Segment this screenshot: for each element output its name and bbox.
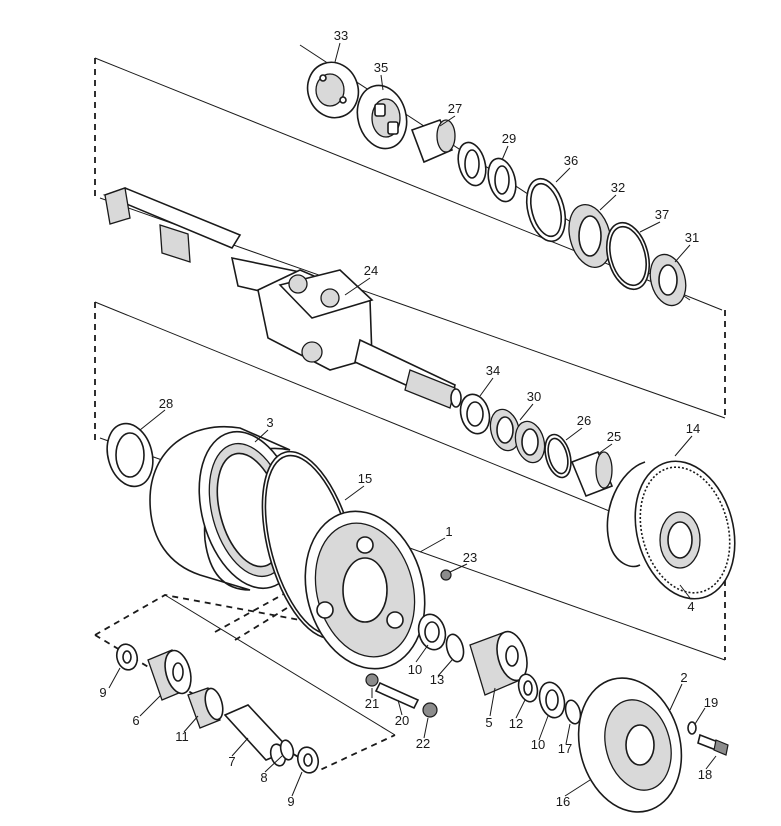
callout-12: 12 [509, 716, 523, 731]
callout-19: 19 [704, 695, 718, 710]
planet-carrier-1 [304, 510, 426, 670]
callout-29: 29 [502, 131, 516, 146]
leader-lines [108, 42, 717, 797]
stud-20 [374, 681, 420, 710]
callout-27: 27 [448, 101, 462, 116]
callout-17: 17 [558, 741, 572, 756]
callout-7: 7 [228, 754, 235, 769]
callout-8: 8 [260, 770, 267, 785]
callout-36: 36 [564, 153, 578, 168]
callout-9-upper: 9 [99, 685, 106, 700]
callout-31: 31 [685, 230, 699, 245]
ring-29 [457, 141, 517, 203]
washer-19 [687, 721, 697, 735]
washer-9a [115, 643, 139, 671]
callout-26: 26 [577, 413, 591, 428]
callout-34: 34 [486, 363, 500, 378]
callout-6: 6 [132, 713, 139, 728]
callout-4: 4 [687, 599, 694, 614]
bushing-27 [410, 118, 456, 164]
callout-28: 28 [159, 396, 173, 411]
washer-34 [459, 393, 491, 435]
callout-32: 32 [611, 180, 625, 195]
sun-gear-4 [634, 460, 736, 600]
snap-ring-13 [445, 633, 465, 663]
callout-30: 30 [527, 389, 541, 404]
planet-gear-5 [469, 630, 528, 696]
callout-5: 5 [485, 715, 492, 730]
callout-14: 14 [686, 421, 700, 436]
bolt-18 [697, 733, 729, 756]
callout-15: 15 [358, 471, 372, 486]
axle-shaft-24 [102, 187, 462, 409]
needle-bearing-11 [187, 687, 224, 729]
snap-ring-8 [279, 739, 295, 761]
callout-labels: 33 35 27 29 36 32 37 31 24 34 30 26 25 1… [99, 28, 718, 809]
seal-30 [489, 408, 546, 464]
bushing-25 [570, 450, 614, 498]
callout-37: 37 [655, 207, 669, 222]
snap-ring-14 [606, 461, 646, 568]
callout-9-lower: 9 [287, 794, 294, 809]
washer-12 [517, 673, 539, 703]
nut-22 [422, 702, 438, 718]
pin-23 [440, 569, 452, 581]
thrust-washer-10a [417, 613, 447, 651]
planet-gear-6 [147, 649, 192, 701]
callout-25: 25 [607, 429, 621, 444]
cover-16 [577, 677, 683, 813]
callout-16: 16 [556, 794, 570, 809]
snap-ring-36 [525, 177, 567, 243]
callout-10-lower: 10 [531, 737, 545, 752]
o-ring-37 [605, 221, 651, 291]
callout-23: 23 [463, 550, 477, 565]
callout-11: 11 [175, 729, 189, 744]
callout-22: 22 [416, 736, 430, 751]
washer-9b [296, 746, 320, 774]
callout-13: 13 [430, 672, 444, 687]
callout-1: 1 [445, 524, 452, 539]
callout-24: 24 [364, 263, 378, 278]
callout-3: 3 [266, 415, 273, 430]
callout-2: 2 [680, 670, 687, 685]
seal-31 [649, 253, 687, 307]
seal-32 [568, 204, 612, 268]
callout-18: 18 [698, 767, 712, 782]
callout-20: 20 [395, 713, 409, 728]
snap-ring-17 [564, 699, 582, 725]
callout-21: 21 [365, 696, 379, 711]
callout-33: 33 [334, 28, 348, 43]
snap-ring-26 [544, 433, 572, 479]
plug-21 [365, 673, 379, 687]
roller-bearing-35 [356, 84, 408, 150]
callout-10-upper: 10 [408, 662, 422, 677]
callout-35: 35 [374, 60, 388, 75]
thrust-washer-10b [538, 681, 566, 719]
ring-seal-28 [106, 422, 154, 488]
flange-33 [306, 61, 360, 119]
